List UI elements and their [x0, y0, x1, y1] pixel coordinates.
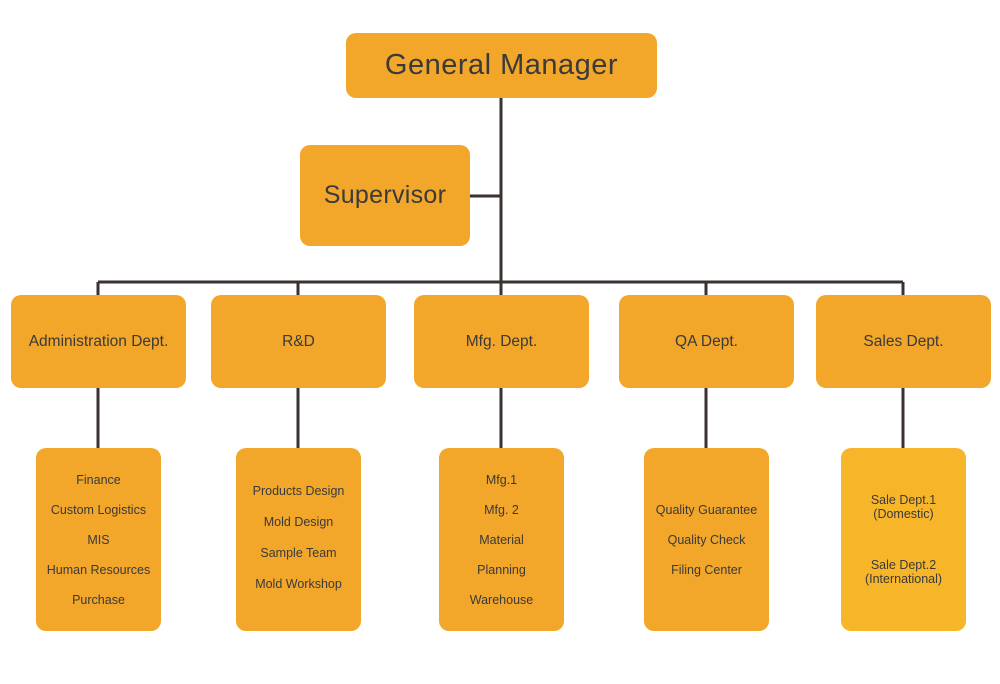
subunit-item: Sale Dept.1 (Domestic): [870, 492, 937, 522]
subunits-box-administration: Finance Custom Logistics MIS Human Resou…: [36, 448, 161, 631]
subunit-item: Mold Workshop: [255, 577, 342, 591]
dept-box-mfg: Mfg. Dept.: [414, 295, 589, 388]
general-manager-box: General Manager: [346, 33, 657, 98]
dept-label: R&D: [282, 332, 315, 350]
subunit-item: Custom Logistics: [50, 502, 147, 517]
dept-box-qa: QA Dept.: [619, 295, 794, 388]
subunits-box-qa: Quality Guarantee Quality Check Filing C…: [644, 448, 769, 631]
subunit-item: Quality Guarantee: [655, 502, 758, 517]
subunit-item: MIS: [87, 532, 110, 547]
dept-box-administration: Administration Dept.: [11, 295, 186, 388]
subunit-item: Filing Center: [671, 562, 742, 577]
subunit-item: Material: [479, 532, 524, 547]
supervisor-label: Supervisor: [323, 181, 447, 209]
subunit-item: Human Resources: [46, 562, 151, 577]
subunits-box-rd: Products Design Mold Design Sample Team …: [236, 448, 361, 631]
dept-label: Mfg. Dept.: [465, 332, 538, 350]
subunit-item: Warehouse: [469, 592, 534, 607]
subunit-item: Finance: [76, 472, 121, 487]
subunit-item: Sample Team: [260, 546, 337, 560]
dept-box-rd: R&D: [211, 295, 386, 388]
subunit-item: Mold Design: [263, 515, 334, 529]
dept-label: QA Dept.: [675, 332, 738, 350]
subunit-item: Mfg.1: [485, 472, 518, 487]
supervisor-box: Supervisor: [300, 145, 470, 246]
subunits-box-sales: Sale Dept.1 (Domestic) Sale Dept.2 (Inte…: [841, 448, 966, 631]
subunits-box-mfg: Mfg.1 Mfg. 2 Material Planning Warehouse: [439, 448, 564, 631]
subunit-item: Sale Dept.2 (International): [864, 557, 943, 586]
dept-box-sales: Sales Dept.: [816, 295, 991, 388]
subunit-item: Mfg. 2: [484, 502, 519, 517]
subunit-item: Quality Check: [667, 532, 746, 547]
subunit-item: Products Design: [252, 484, 345, 498]
dept-label: Sales Dept.: [863, 332, 944, 350]
dept-label: Administration Dept.: [28, 332, 169, 350]
general-manager-label: General Manager: [384, 49, 619, 81]
subunit-item: Planning: [477, 562, 526, 577]
subunit-item: Purchase: [72, 592, 125, 607]
